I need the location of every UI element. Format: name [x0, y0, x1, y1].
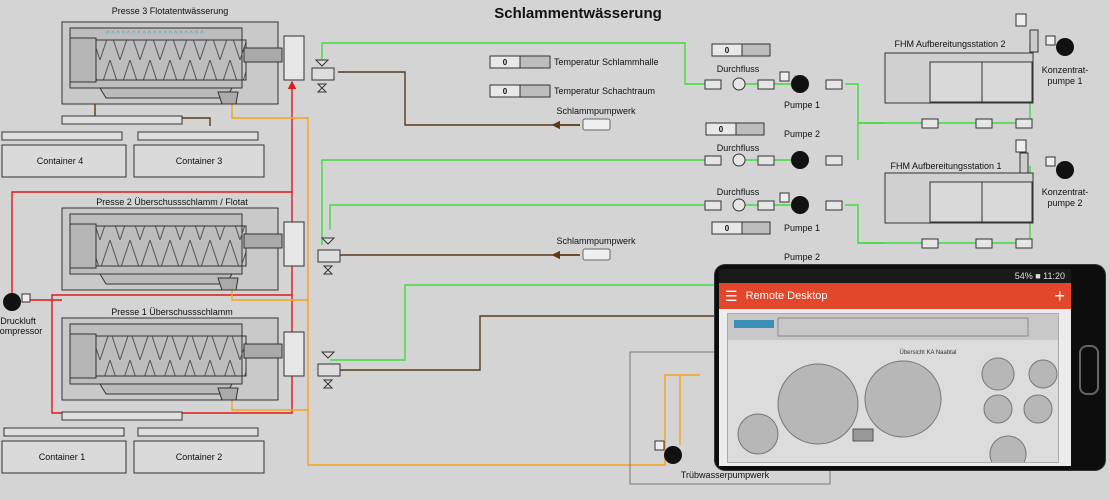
- compressor[interactable]: Druckluft Kompressor: [0, 293, 42, 336]
- valve-cluster-3[interactable]: [311, 59, 335, 93]
- fhm-station-2-label: FHM Aufbereitungsstation 2: [894, 39, 1005, 49]
- status-text: 54% ■ 11:20: [1014, 271, 1065, 281]
- flow-display-2: 0: [705, 122, 765, 136]
- temp-shaft-display: 0 Temperatur Schachtraum: [489, 84, 655, 98]
- flow-display-1-value: 0: [725, 46, 730, 55]
- sludge-pump-station-top[interactable]: Schlammpumpwerk: [556, 106, 636, 131]
- phone-overlay: 54% ■ 11:20 ☰ Remote Desktop + Übersicht…: [715, 265, 1105, 470]
- status-bar: 54% ■ 11:20: [719, 269, 1071, 283]
- flow-instruments: [704, 77, 843, 212]
- containers: Container 4 Container 3 Container 1 Cont…: [1, 144, 265, 474]
- pump-2-top-label: Pumpe 2: [784, 129, 820, 139]
- valve-cluster-1[interactable]: [317, 351, 341, 389]
- filtrate-pipes: [231, 103, 700, 466]
- app-bar: ☰ Remote Desktop +: [719, 283, 1071, 309]
- sludge-pump-station-mid[interactable]: Schlammpumpwerk: [556, 236, 636, 261]
- temp-hall-display: 0 Temperatur Schlammhalle: [489, 55, 659, 69]
- conc-pump-1-label-2: pumpe 1: [1047, 76, 1082, 86]
- remote-inner-title: Übersicht KA Naabtal: [899, 349, 956, 356]
- container-1-label: Container 1: [39, 452, 86, 462]
- press-2-label: Presse 2 Überschussschlamm / Flotat: [96, 197, 248, 207]
- press-3-label: Presse 3 Flotatentwässerung: [112, 6, 229, 16]
- fhm-station-1[interactable]: FHM Aufbereitungsstation 1 Konzentrat- p…: [884, 139, 1089, 224]
- temp-hall-value: 0: [503, 58, 508, 67]
- press-1[interactable]: Presse 1 Überschussschlamm: [61, 307, 305, 401]
- press-2[interactable]: Presse 2 Überschussschlamm / Flotat: [61, 197, 305, 291]
- container-3-label: Container 3: [176, 156, 223, 166]
- temp-shaft-value: 0: [503, 87, 508, 96]
- flow-display-2-value: 0: [719, 125, 724, 134]
- press-1-label: Presse 1 Überschussschlamm: [111, 307, 233, 317]
- container-1[interactable]: Container 1: [1, 440, 127, 474]
- svg-text:^ ^ ^ ^ ^ ^ ^ ^ ^ ^ ^ ^ ^ ^ ^: ^ ^ ^ ^ ^ ^ ^ ^ ^ ^ ^ ^ ^ ^ ^ ^ ^ ^ ^: [106, 31, 204, 38]
- flow-label-3: Durchfluss: [717, 187, 760, 197]
- flow-label-1: Durchfluss: [717, 64, 760, 74]
- flow-display-1: 0: [711, 43, 771, 57]
- container-4[interactable]: Container 4: [1, 144, 127, 178]
- press-3[interactable]: Presse 3 Flotatentwässerung ^ ^ ^ ^ ^ ^ …: [61, 6, 305, 105]
- pump-1-top[interactable]: Pumpe 1: [779, 71, 820, 110]
- remote-desktop-scene: Übersicht KA Naabtal: [728, 314, 1058, 462]
- temp-shaft-label: Temperatur Schachtraum: [554, 86, 655, 96]
- turbid-water-pump-station-label: Trübwasserpumpwerk: [681, 470, 770, 480]
- pump-1-bottom-label: Pumpe 1: [784, 223, 820, 233]
- temp-hall-label: Temperatur Schlammhalle: [554, 57, 659, 67]
- container-3[interactable]: Container 3: [133, 144, 265, 178]
- polymer-pipes: [321, 42, 1031, 361]
- station-valves: [921, 118, 1033, 249]
- add-icon[interactable]: +: [1054, 285, 1065, 306]
- valve-cluster-2[interactable]: [317, 237, 341, 275]
- phone-home-button[interactable]: [1079, 345, 1099, 395]
- conc-pump-2-label-1: Konzentrat-: [1042, 187, 1089, 197]
- fhm-station-1-label: FHM Aufbereitungsstation 1: [890, 161, 1001, 171]
- compressor-label-2: Kompressor: [0, 326, 42, 336]
- fhm-station-2[interactable]: FHM Aufbereitungsstation 2 Konzentrat- p…: [884, 13, 1089, 104]
- flow-display-3-value: 0: [725, 224, 730, 233]
- container-4-label: Container 4: [37, 156, 84, 166]
- pump-2-bottom[interactable]: Pumpe 2: [784, 252, 820, 262]
- remote-desktop-view[interactable]: Übersicht KA Naabtal: [727, 313, 1059, 463]
- sludge-pump-station-top-label: Schlammpumpwerk: [556, 106, 636, 116]
- hamburger-menu-icon[interactable]: ☰: [725, 287, 738, 304]
- phone-screen: 54% ■ 11:20 ☰ Remote Desktop + Übersicht…: [719, 269, 1071, 466]
- pump-1-top-label: Pumpe 1: [784, 100, 820, 110]
- container-2[interactable]: Container 2: [133, 440, 265, 474]
- container-2-label: Container 2: [176, 452, 223, 462]
- pump-2-bottom-label: Pumpe 2: [784, 252, 820, 262]
- flow-display-3: 0: [711, 221, 771, 235]
- flow-label-2: Durchfluss: [717, 143, 760, 153]
- sludge-pump-station-mid-label: Schlammpumpwerk: [556, 236, 636, 246]
- compressor-label-1: Druckluft: [0, 316, 36, 326]
- pump-2-top[interactable]: Pumpe 2: [784, 129, 820, 169]
- conc-pump-1-label-1: Konzentrat-: [1042, 65, 1089, 75]
- conveyors: [1, 115, 259, 437]
- conc-pump-2-label-2: pumpe 2: [1047, 198, 1082, 208]
- pump-1-bottom[interactable]: Pumpe 1: [779, 192, 820, 233]
- sludge-pipes: [94, 71, 715, 371]
- page-title: Schlammentwässerung: [494, 5, 662, 22]
- app-title: Remote Desktop: [745, 290, 828, 302]
